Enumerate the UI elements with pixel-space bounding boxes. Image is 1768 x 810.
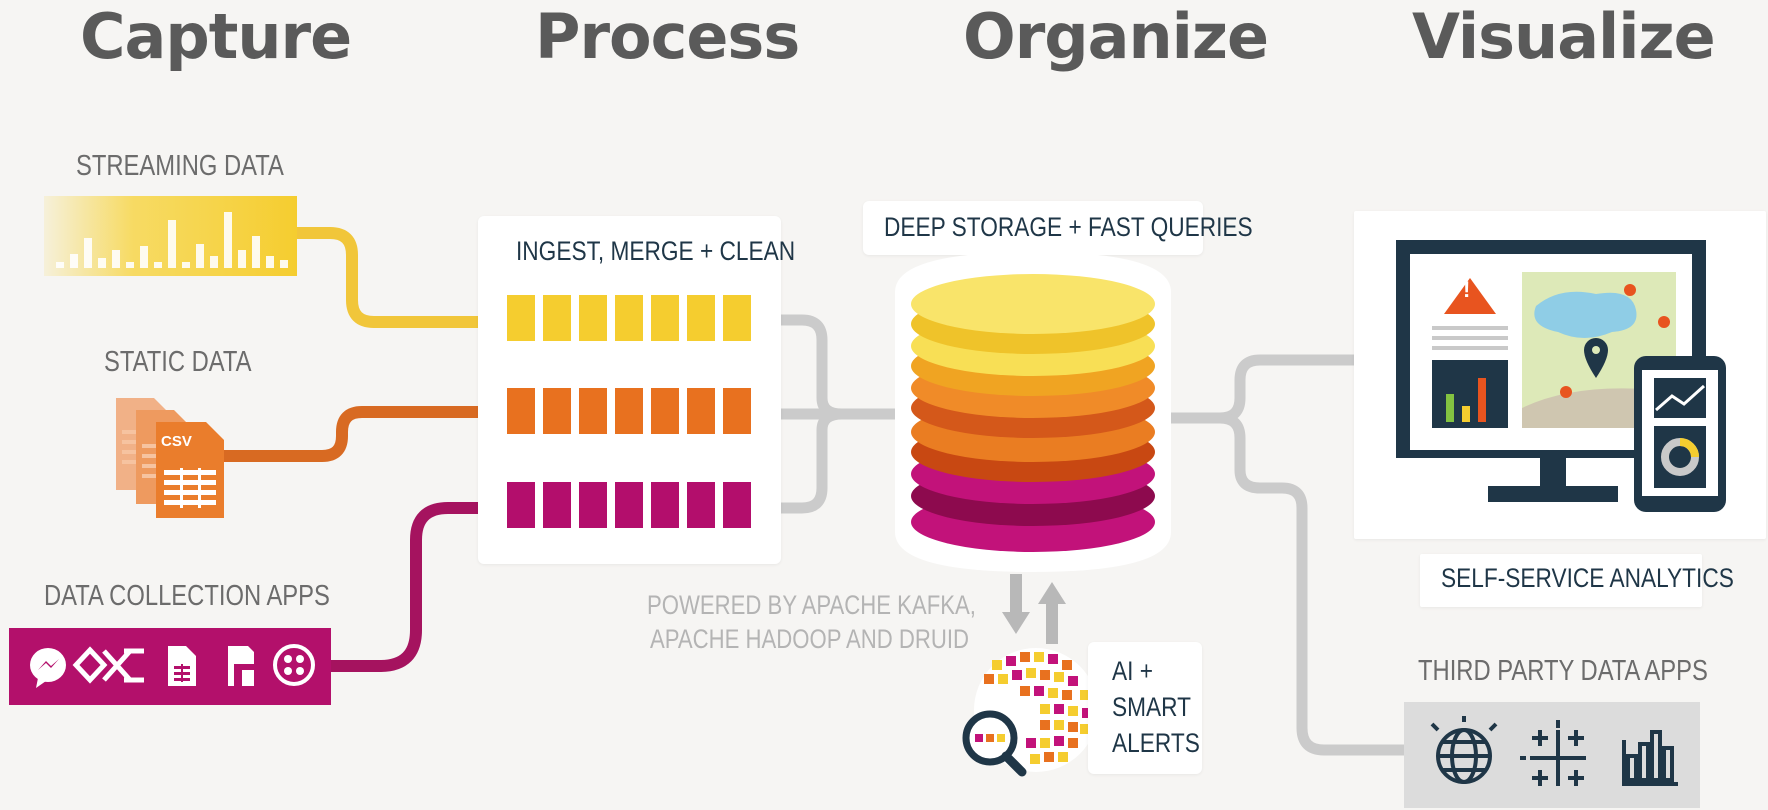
warning-triangle-icon [1444,278,1496,314]
warning-glyph: ! [1463,277,1471,302]
mobile-phone-icon [1634,356,1726,512]
bar-chart-icon [1432,360,1508,428]
stage-title-capture: Capture [80,0,352,73]
self-service-analytics-label: SELF-SERVICE ANALYTICS [1441,563,1734,593]
deep-storage-label: DEEP STORAGE + FAST QUERIES [884,212,1253,242]
streaming-data-label: STREAMING DATA [76,150,284,182]
twilio-icon [273,644,315,686]
deep-storage-label-box [863,201,1203,255]
third-party-apps-label: THIRD PARTY DATA APPS [1418,655,1708,687]
ai-label-line-2: SMART [1112,692,1191,722]
self-service-label-box [1420,554,1702,607]
ai-alerts-label-box [1088,642,1202,774]
ai-label-line-3: ALERTS [1112,728,1200,758]
survey-form-icon [228,646,254,686]
stage-title-organize: Organize [963,0,1269,73]
magnifier-icon [962,710,1027,777]
form-document-icon [168,646,196,686]
powered-by-line-1: POWERED BY APACHE KAFKA, [647,590,976,620]
text-lines [1432,326,1508,350]
ai-label-line-1: AI + [1112,656,1153,686]
ingest-merge-clean-label: INGEST, MERGE + CLEAN [516,236,796,266]
csv-badge: CSV [161,433,192,450]
static-data-label: STATIC DATA [104,346,252,378]
data-collection-apps-label: DATA COLLECTION APPS [44,580,330,612]
stage-title-process: Process [535,0,800,73]
power-bi-icon [1622,730,1678,786]
messenger-icon [30,648,66,688]
odk-collect-icon [72,646,144,684]
powered-by-line-2: APACHE HADOOP AND DRUID [650,624,970,654]
globe-icon [1430,716,1498,784]
stage-title-visualize: Visualize [1412,0,1716,73]
tableau-icon [1520,720,1586,786]
